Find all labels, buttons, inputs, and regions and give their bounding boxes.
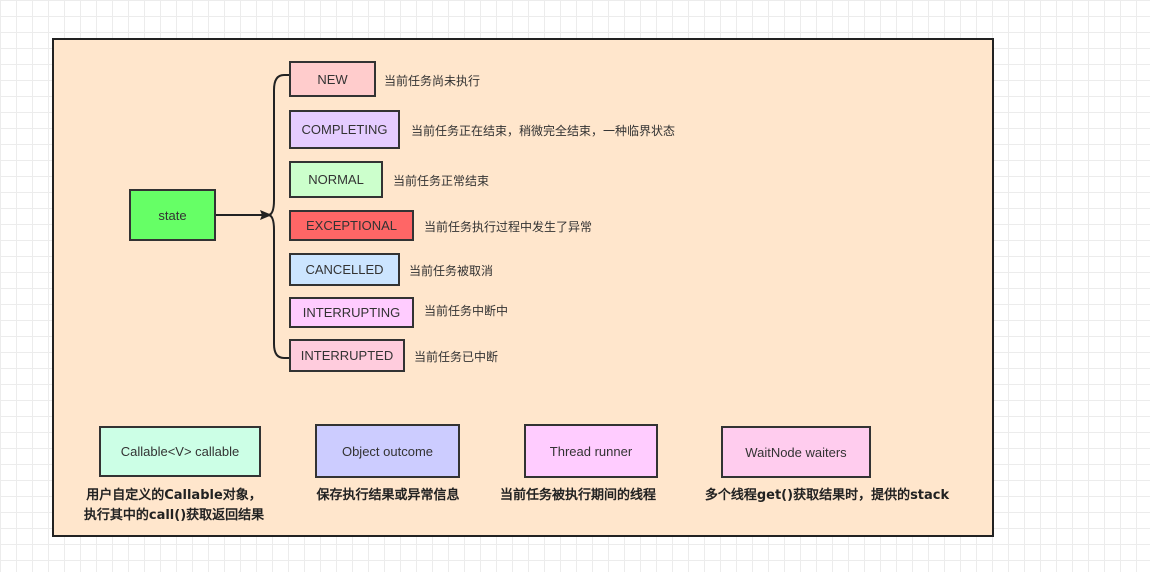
state-cancelled-box: CANCELLED	[289, 253, 400, 286]
state-interrupting-box: INTERRUPTING	[289, 297, 414, 328]
field-outcome-label: Object outcome	[341, 443, 434, 459]
field-callable-caption-line2: 执行其中的call()获取返回结果	[83, 508, 265, 523]
field-callable-label: Callable<V> callable	[120, 444, 240, 459]
state-new-box: NEW	[289, 61, 376, 97]
state-exceptional-box: EXCEPTIONAL	[289, 210, 414, 241]
state-completing-desc: 当前任务正在结束，稍微完全结束，一种临界状态	[411, 124, 676, 138]
state-completing-label: COMPLETING	[301, 122, 388, 137]
field-waiters-caption: 多个线程get()获取结果时，提供的stack	[672, 486, 982, 506]
state-normal-label: NORMAL	[308, 172, 364, 187]
field-callable-box: Callable<V> callable	[99, 426, 261, 477]
state-exceptional-label: EXCEPTIONAL	[305, 218, 398, 233]
state-interrupted-box: INTERRUPTED	[289, 339, 405, 372]
state-interrupting-label: INTERRUPTING	[302, 305, 401, 320]
state-root-label: state	[158, 207, 187, 223]
state-new-label: NEW	[317, 71, 348, 87]
state-normal-desc: 当前任务正常结束	[393, 174, 490, 188]
field-waiters-label: WaitNode waiters	[745, 444, 847, 460]
field-runner-label: Thread runner	[549, 443, 633, 459]
field-outcome-box: Object outcome	[315, 424, 460, 478]
field-waiters-box: WaitNode waiters	[721, 426, 871, 478]
state-exceptional-desc: 当前任务执行过程中发生了异常	[424, 220, 593, 234]
state-completing-box: COMPLETING	[289, 110, 400, 149]
state-normal-box: NORMAL	[289, 161, 383, 198]
field-runner-caption-line1: 当前任务被执行期间的线程	[499, 488, 656, 503]
field-outcome-caption: 保存执行结果或异常信息	[288, 486, 488, 506]
field-outcome-caption-line1: 保存执行结果或异常信息	[316, 488, 460, 503]
state-new-desc: 当前任务尚未执行	[384, 74, 481, 88]
field-runner-caption: 当前任务被执行期间的线程	[478, 486, 678, 506]
state-root-box: state	[129, 189, 216, 241]
state-interrupted-desc: 当前任务已中断	[414, 350, 499, 364]
field-runner-box: Thread runner	[524, 424, 658, 478]
field-callable-caption-line1: 用户自定义的Callable对象，	[86, 488, 262, 503]
state-cancelled-label: CANCELLED	[305, 262, 384, 277]
field-waiters-caption-line1: 多个线程get()获取结果时，提供的stack	[704, 488, 950, 503]
state-interrupted-label: INTERRUPTED	[300, 348, 394, 363]
state-interrupting-desc: 当前任务中断中	[424, 304, 509, 318]
field-callable-caption: 用户自定义的Callable对象， 执行其中的call()获取返回结果	[58, 486, 290, 526]
state-cancelled-desc: 当前任务被取消	[409, 264, 494, 278]
